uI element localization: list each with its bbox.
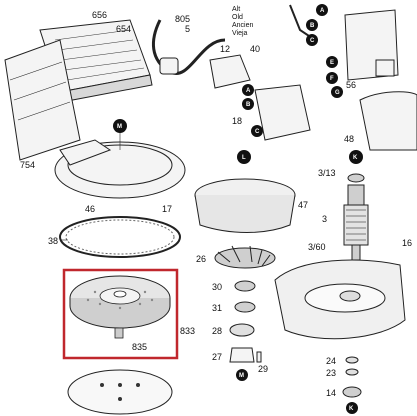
svg-text:G: G	[335, 90, 340, 96]
alt-note-4: Vieja	[232, 30, 248, 37]
alt-note-3: Ancien	[232, 22, 254, 29]
bearing-30	[234, 280, 256, 292]
callout-27: 27	[212, 352, 222, 362]
badge-M-top	[113, 119, 127, 133]
badge-K-bottom	[346, 402, 358, 414]
svg-text:E: E	[330, 60, 334, 66]
svg-text:A: A	[320, 8, 325, 14]
power-cable-805	[151, 19, 226, 76]
eccentric-27	[229, 347, 255, 363]
brush-holder	[375, 59, 395, 77]
badge-A	[242, 84, 254, 96]
svg-text:B: B	[246, 102, 251, 108]
callout-3-60: 3/60	[308, 242, 326, 252]
terminal-badges: A B C E F G	[306, 4, 343, 98]
electronics-module	[254, 84, 311, 141]
callout-46: 46	[85, 204, 95, 214]
badge-K	[349, 150, 363, 164]
svg-text:C: C	[310, 38, 315, 44]
callout-754: 754	[20, 160, 35, 170]
washer-24	[345, 356, 359, 364]
svg-text:K: K	[353, 155, 358, 161]
highlight-frame	[62, 268, 179, 360]
svg-text:M: M	[239, 373, 244, 379]
dust-bag-754	[4, 39, 81, 161]
ring-38	[59, 216, 181, 258]
badge-C	[251, 125, 263, 137]
callout-28: 28	[212, 326, 222, 336]
callout-805: 805	[175, 14, 190, 24]
armature-3	[343, 184, 369, 261]
callout-3-13: 3/13	[318, 168, 336, 178]
alt-note-1: Alt	[232, 6, 240, 13]
switch-12	[209, 54, 251, 89]
sanding-sheet	[67, 369, 173, 415]
callout-30: 30	[212, 282, 222, 292]
callout-23: 23	[326, 368, 336, 378]
callout-17: 17	[162, 204, 172, 214]
callout-18: 18	[232, 116, 242, 126]
housing-48	[359, 91, 417, 151]
sanding-pad-833	[69, 275, 171, 339]
badge-L	[237, 150, 251, 164]
callout-47: 47	[298, 200, 308, 210]
svg-text:A: A	[246, 88, 251, 94]
badge-B	[242, 98, 254, 110]
callout-833: 833	[180, 326, 195, 336]
callout-12: 12	[220, 44, 230, 54]
callout-24: 24	[326, 356, 336, 366]
callout-56: 56	[346, 80, 356, 90]
callout-26: 26	[196, 254, 206, 264]
callout-5: 5	[185, 24, 190, 34]
bearing-31	[234, 301, 256, 313]
svg-text:F: F	[330, 76, 334, 82]
svg-text:C: C	[255, 129, 260, 135]
callout-16: 16	[402, 238, 412, 248]
screw-29	[256, 351, 262, 363]
callout-654: 654	[116, 24, 131, 34]
badge-M-bottom	[236, 369, 248, 381]
svg-text:B: B	[310, 23, 315, 29]
alt-note-2: Old	[232, 14, 243, 21]
svg-text:L: L	[242, 155, 246, 161]
ring-23	[345, 368, 359, 376]
svg-text:K: K	[349, 406, 354, 412]
callout-656: 656	[92, 10, 107, 20]
bearing-14	[342, 386, 362, 398]
callout-835: 835	[132, 342, 147, 352]
callout-29: 29	[258, 364, 268, 374]
dust-box-654	[39, 19, 153, 103]
housing-46	[54, 139, 186, 199]
callout-40: 40	[250, 44, 260, 54]
callout-14: 14	[326, 388, 336, 398]
callout-48: 48	[344, 134, 354, 144]
callout-38: 38	[48, 236, 58, 246]
callout-3: 3	[322, 214, 327, 224]
callout-31: 31	[212, 303, 222, 313]
bearing-3-13	[347, 173, 365, 183]
fan-housing-47	[194, 178, 296, 233]
base-housing	[274, 259, 406, 340]
flange-28	[229, 323, 255, 337]
svg-text:M: M	[117, 124, 122, 130]
fan-26	[214, 245, 276, 269]
